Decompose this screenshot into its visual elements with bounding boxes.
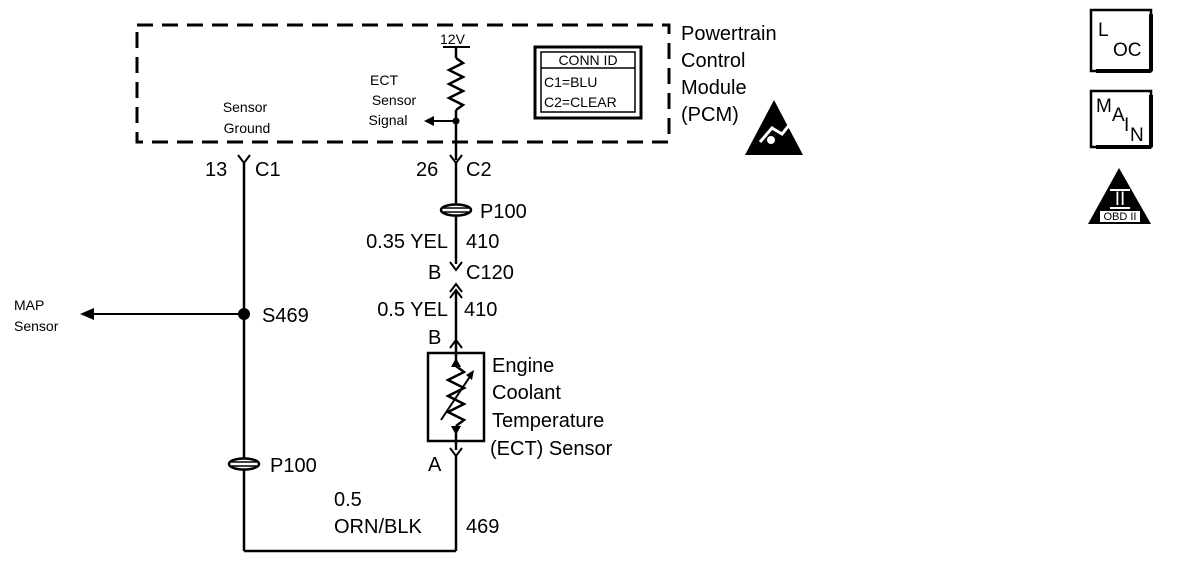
c1-connector-pin	[237, 154, 251, 165]
ect-name-line-3: Temperature	[492, 410, 604, 432]
sensor-pin-top: B	[428, 327, 441, 349]
ect-name-line-4: (ECT) Sensor	[490, 438, 613, 460]
loc-letter: L	[1098, 20, 1109, 41]
signal-arrow-icon	[424, 116, 434, 126]
sensor-ground-line-1: Sensor	[223, 99, 268, 115]
left-p100-label: P100	[270, 455, 317, 477]
c120-pin: B	[428, 262, 441, 284]
ect-sensor-body	[426, 342, 486, 450]
ect-signal-line-1: ECT	[370, 72, 398, 88]
main-letter-3: I	[1124, 115, 1129, 136]
right-p100-grommet-icon	[439, 203, 473, 217]
right-p100-label: P100	[480, 201, 527, 223]
obd-caption: OBD II	[1103, 211, 1136, 223]
main-letter-2: A	[1112, 105, 1125, 126]
main-letter-1: M	[1096, 96, 1112, 117]
sensor-pin-bottom: A	[428, 454, 442, 476]
conn-id-title: CONN ID	[558, 52, 617, 68]
map-branch-arrow-icon	[80, 308, 94, 320]
sensor-ground-line-2: Ground	[224, 120, 271, 136]
c1-pin-number: 13	[205, 159, 227, 181]
pcm-name-line-1: Powertrain	[681, 23, 777, 45]
esd-warning-icon	[745, 100, 803, 155]
ect-name-line-1: Engine	[492, 355, 554, 377]
pcm-name-line-3: Module	[681, 77, 747, 99]
main-letter-4: N	[1130, 125, 1144, 146]
ect-signal-line-2: Sensor	[372, 92, 417, 108]
c2-connector-label: C2	[466, 159, 492, 181]
ect-name-line-2: Coolant	[492, 382, 561, 404]
sensor-pin-b-connector	[449, 338, 463, 349]
return-wire-color: ORN/BLK	[334, 516, 422, 538]
wire2-circuit: 410	[464, 299, 497, 321]
wire2-label: 0.5 YEL	[377, 299, 448, 321]
pcm-name-line-2: Control	[681, 50, 745, 72]
c120-label: C120	[466, 262, 514, 284]
splice-label: S469	[262, 305, 309, 327]
c1-connector-label: C1	[255, 159, 281, 181]
wire1-label: 0.35 YEL	[366, 231, 448, 253]
left-p100-grommet-icon	[227, 457, 261, 471]
map-sensor-line-2: Sensor	[14, 318, 59, 334]
loc-sub: OC	[1113, 40, 1142, 61]
pullup-resistor	[446, 56, 466, 112]
wire1-circuit: 410	[466, 231, 499, 253]
pcm-boundary	[135, 23, 671, 144]
obd-numeral: II	[1115, 189, 1126, 210]
pcm-name-line-4: (PCM)	[681, 104, 739, 126]
map-sensor-line-1: MAP	[14, 297, 44, 313]
main-badge-icon[interactable]: M A I N	[1089, 89, 1153, 149]
conn-id-row-1: C1=BLU	[544, 74, 597, 90]
return-wire-size: 0.5	[334, 489, 362, 511]
conn-id-row-2: C2=CLEAR	[544, 94, 617, 110]
c2-pin-number: 26	[416, 159, 438, 181]
loc-badge-icon[interactable]: L OC	[1089, 8, 1153, 73]
return-wire-circuit: 469	[466, 516, 499, 538]
obd-ii-badge-icon[interactable]: II OBD II	[1088, 168, 1151, 224]
voltage-label: 12V	[440, 31, 466, 47]
ect-signal-line-3: Signal	[369, 112, 408, 128]
conn-id-box: CONN ID C1=BLU C2=CLEAR	[533, 45, 643, 120]
